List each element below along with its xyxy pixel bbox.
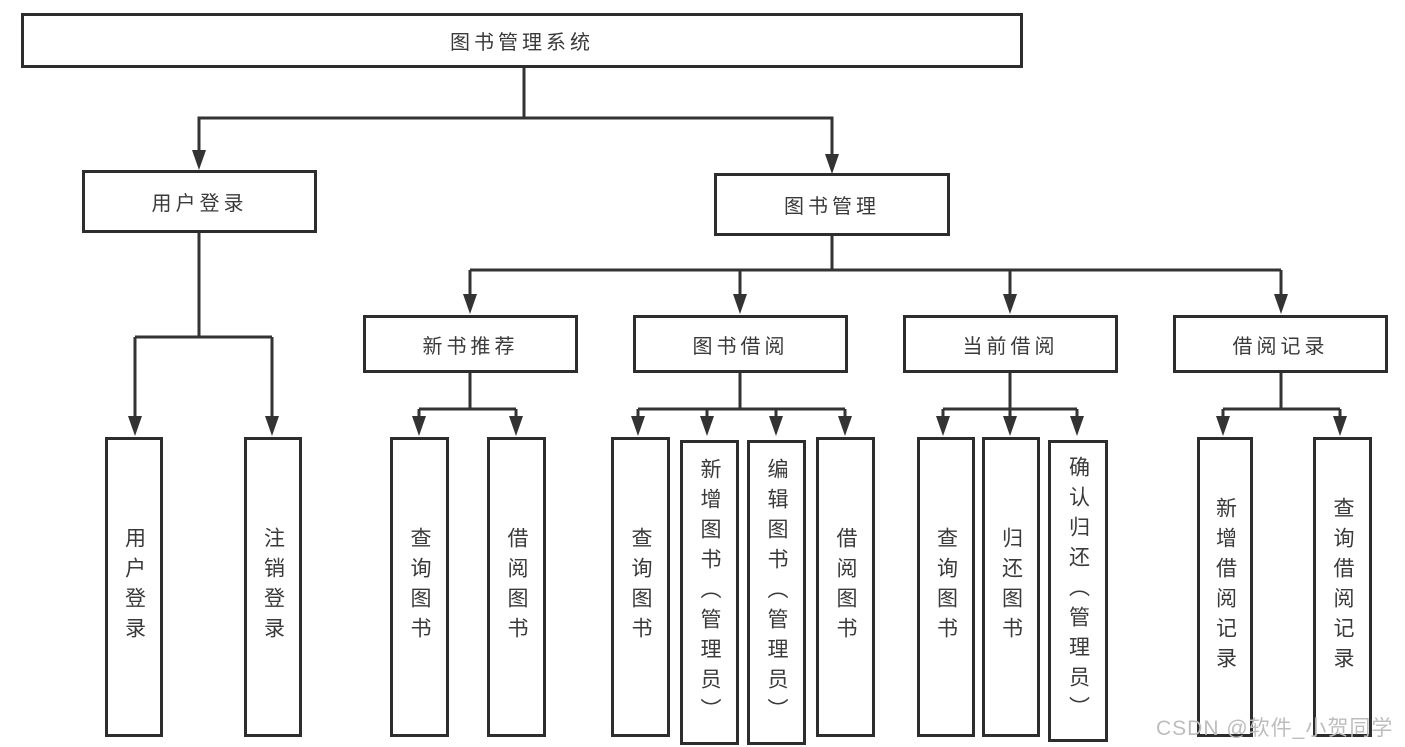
node-current-borrowing: 当前借阅 bbox=[903, 315, 1118, 373]
leaf-borrow-books-borrowing: 借阅图书 bbox=[816, 437, 875, 737]
leaf-logout: 注销登录 bbox=[244, 437, 302, 737]
node-root: 图书管理系统 bbox=[21, 13, 1023, 68]
leaf-edit-books-admin: 编辑图书（管理员） bbox=[747, 440, 806, 745]
leaf-return-books: 归还图书 bbox=[982, 437, 1040, 737]
leaf-query-books-current: 查询图书 bbox=[917, 437, 975, 737]
node-user-login: 用户登录 bbox=[82, 170, 317, 233]
leaf-add-borrow-record: 新增借阅记录 bbox=[1197, 437, 1253, 737]
leaf-confirm-return-admin: 确认归还（管理员） bbox=[1048, 440, 1108, 742]
leaf-add-books-admin: 新增图书（管理员） bbox=[680, 440, 739, 745]
node-book-borrowing: 图书借阅 bbox=[633, 315, 848, 373]
watermark: CSDN @软件_小贺同学 bbox=[1156, 717, 1394, 740]
leaf-query-books-recommend: 查询图书 bbox=[390, 437, 449, 737]
node-new-book-recommend: 新书推荐 bbox=[363, 315, 578, 373]
node-borrow-records: 借阅记录 bbox=[1173, 315, 1388, 373]
leaf-borrow-books-recommend: 借阅图书 bbox=[487, 437, 546, 737]
leaf-query-borrow-record: 查询借阅记录 bbox=[1313, 437, 1372, 737]
leaf-query-books-borrowing: 查询图书 bbox=[611, 437, 670, 737]
node-book-management: 图书管理 bbox=[714, 173, 950, 236]
leaf-user-login: 用户登录 bbox=[105, 437, 163, 737]
